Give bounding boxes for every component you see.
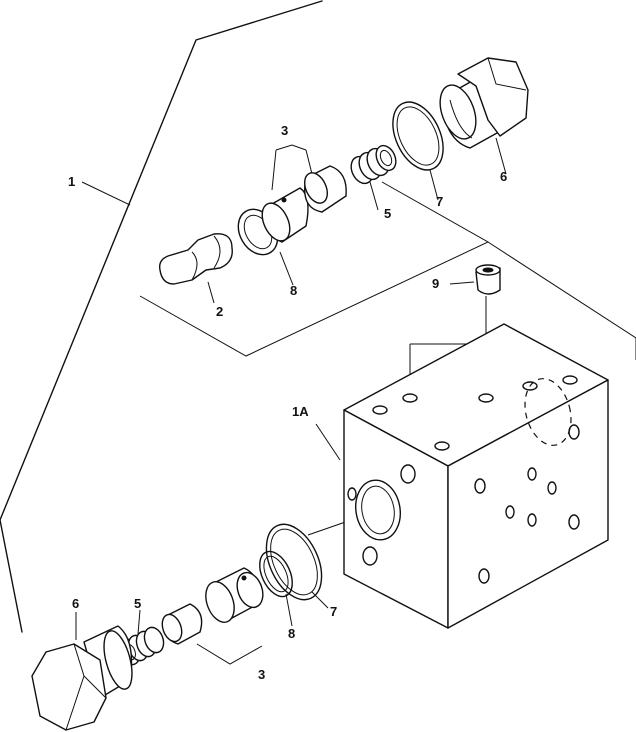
callout-7-bottom: 7 [330,604,338,619]
poppet-part-2 [158,233,233,285]
callout-3-bottom: 3 [258,667,266,682]
spring-part-5-top [350,144,397,185]
oring-part-8-bottom [259,550,293,598]
callout-8-top: 8 [290,283,298,298]
callout-1: 1 [68,174,76,189]
callout-5-top: 5 [384,206,392,221]
upper-group-outline [139,181,490,357]
assembly-bracket-line [0,0,323,633]
callout-5-bottom: 5 [134,596,142,611]
valve-block-1A [343,323,609,629]
oring-part-7-bottom [265,523,323,601]
block-leader-outline [487,241,636,360]
callout-3-top: 3 [281,123,289,138]
leader-lines [75,137,507,665]
plug-part-6-bottom [31,625,133,731]
callout-6-bottom: 6 [72,596,80,611]
sleeve-part-3-bottom [161,567,264,645]
callout-1A: 1A [292,404,309,419]
oring-part-7-top [392,101,444,171]
callout-6-top: 6 [500,169,508,184]
callout-9: 9 [432,276,440,291]
fitting-part-9 [475,264,501,295]
plug-part-6-top [439,57,529,149]
spring-part-5-bottom [119,626,165,666]
callout-2: 2 [216,304,224,319]
callout-8-bottom: 8 [288,626,296,641]
sleeve-part-3-top [261,165,347,243]
callout-7-top: 7 [436,194,444,209]
